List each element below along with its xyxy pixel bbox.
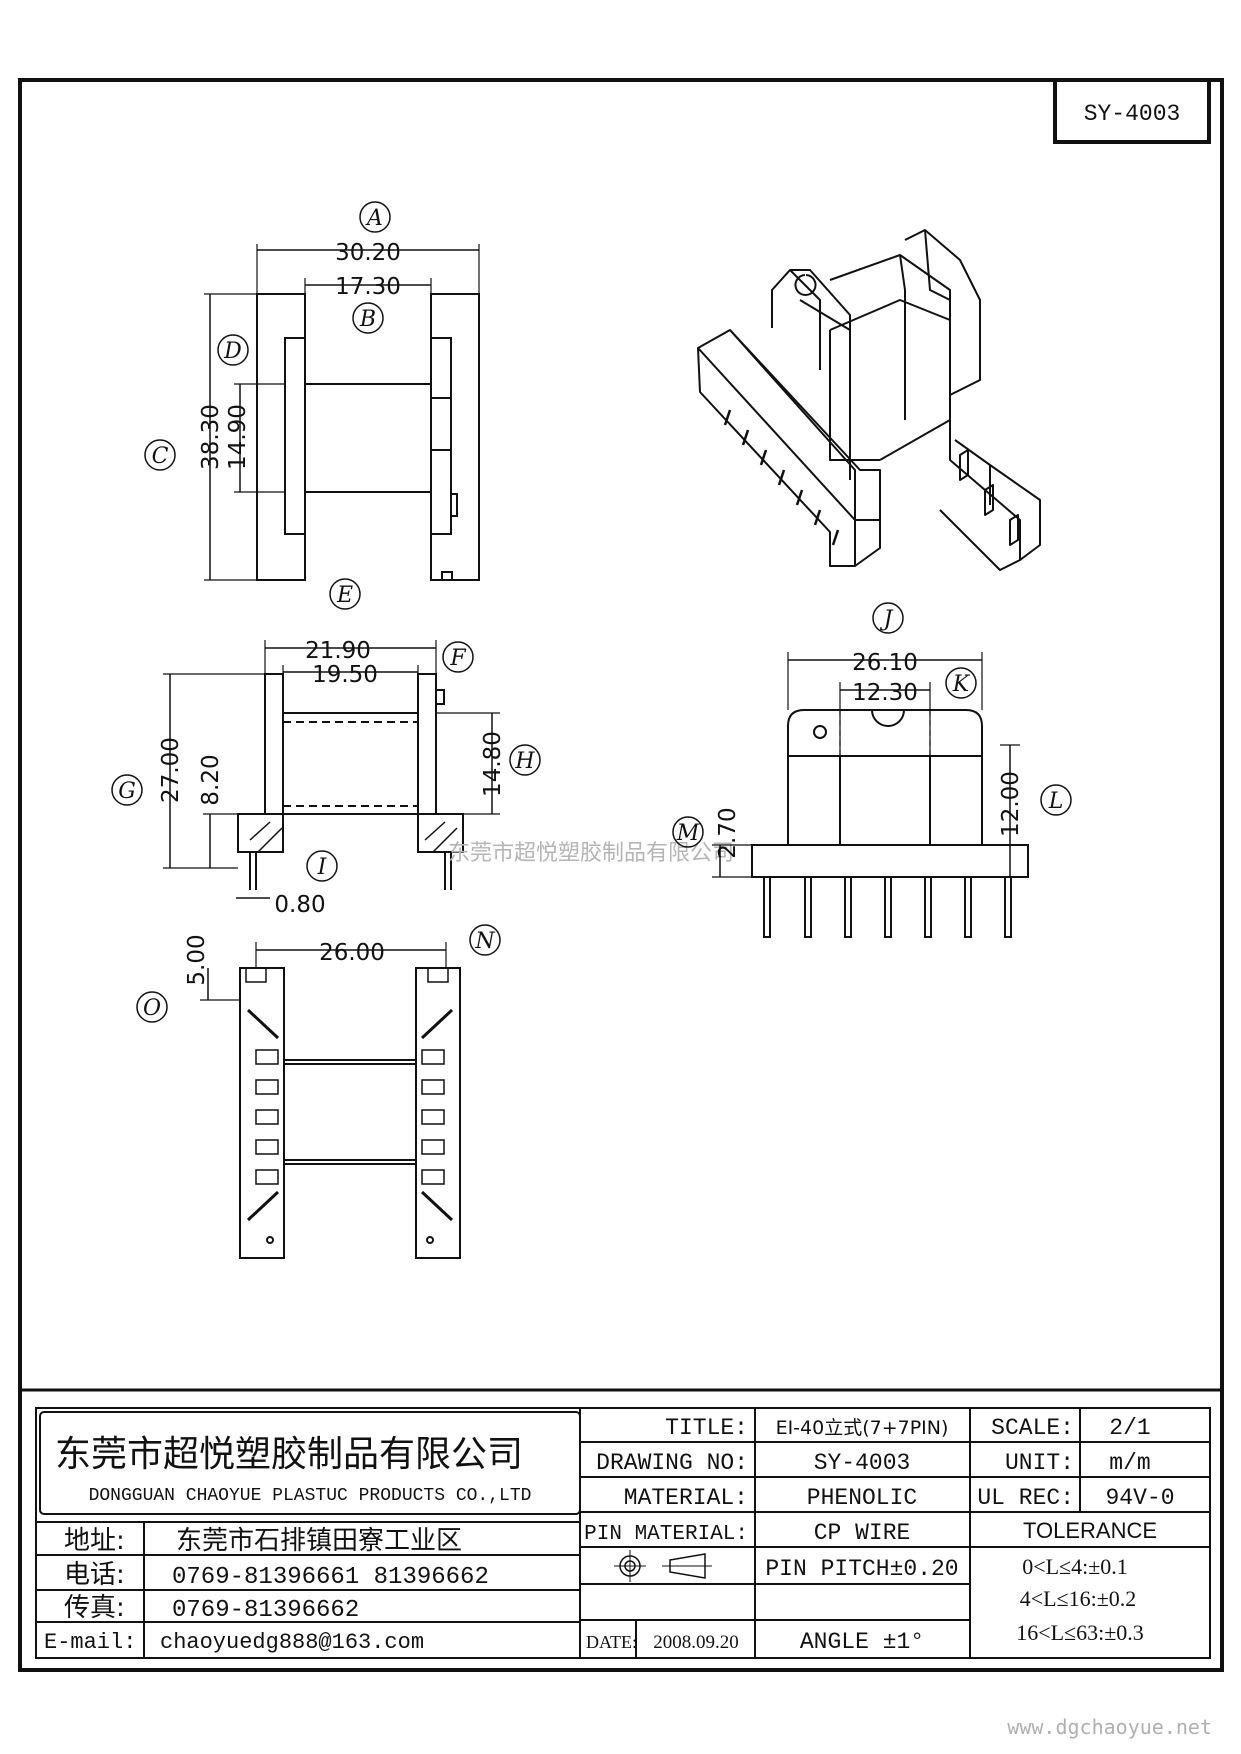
dim-g: 27.00	[158, 737, 184, 803]
pin-material-value: CP WIRE	[814, 1520, 911, 1546]
projection-symbol-icon	[614, 1550, 712, 1582]
email-label: E-mail:	[44, 1630, 136, 1655]
dim-i: 0.80	[274, 892, 325, 918]
phone-label: 电话:	[64, 1560, 125, 1590]
material-value: PHENOLIC	[807, 1485, 917, 1511]
company-name-en: DONGGUAN CHAOYUE PLASTUC PRODUCTS CO.,LT…	[89, 1486, 532, 1506]
label-e: E	[336, 583, 353, 608]
label-m: M	[676, 821, 700, 846]
dim-h: 14.80	[480, 731, 506, 797]
angle: ANGLE ±1°	[800, 1629, 924, 1655]
title-value: EI-40立式(7+7PIN)	[776, 1417, 949, 1439]
label-j: J	[880, 607, 894, 632]
date-label: DATE:	[586, 1632, 637, 1652]
top-view: 30.20 17.30 38.30 14.90 A B C D	[144, 201, 480, 581]
dim-a: 30.20	[335, 240, 401, 266]
label-d: D	[223, 339, 242, 364]
pin-6	[964, 876, 972, 938]
pin-7	[1004, 876, 1012, 938]
label-b: B	[359, 307, 376, 332]
pin-1	[763, 876, 771, 938]
tolerance-3: 16<L≤63:±0.3	[1016, 1620, 1144, 1645]
scale-value: 2/1	[1109, 1415, 1150, 1441]
watermark: 东莞市超悦塑胶制品有限公司	[448, 841, 734, 866]
label-f: F	[449, 646, 466, 671]
drawing-no-value: SY-4003	[814, 1450, 911, 1476]
dim-c: 38.30	[198, 404, 224, 470]
dim-g2: 8.20	[198, 754, 224, 805]
scale-label: SCALE:	[991, 1415, 1074, 1441]
dim-j: 26.10	[852, 650, 918, 676]
label-g: G	[118, 779, 136, 804]
sheet-border	[18, 78, 1224, 1672]
label-a: A	[365, 206, 383, 231]
drawing-code: SY-4003	[1084, 101, 1181, 127]
date-value: 2008.09.20	[653, 1632, 739, 1653]
dim-n: 26.00	[319, 940, 385, 966]
unit-label: UNIT:	[1005, 1450, 1074, 1476]
tolerance-1: 0<L≤4:±0.1	[1022, 1554, 1128, 1579]
phone-value: 0769-81396661 81396662	[172, 1564, 489, 1591]
label-l: L	[1048, 789, 1064, 814]
dim-k: 12.30	[852, 680, 918, 706]
pin-5	[924, 876, 932, 938]
drawing-code-box: SY-4003	[1053, 78, 1211, 144]
front-view: 21.90 19.50 27.00 8.20 14.80 0.80 E F G …	[111, 578, 541, 918]
drawing-no-label: DRAWING NO:	[596, 1450, 748, 1476]
pin-3	[844, 876, 852, 938]
unit-value: m/m	[1109, 1450, 1150, 1476]
tolerance-2: 4<L≤16:±0.2	[1020, 1586, 1137, 1611]
address-label: 地址:	[64, 1526, 125, 1556]
dim-d: 14.90	[225, 404, 251, 470]
dim-b: 17.30	[335, 274, 401, 300]
label-n: N	[474, 929, 495, 954]
dim-o: 5.00	[184, 934, 210, 985]
isometric-view	[697, 229, 1041, 571]
side-view: 26.10 12.30 12.00 2.70 J K L M	[672, 602, 1072, 938]
title-label: TITLE:	[665, 1415, 748, 1441]
label-k: K	[952, 672, 971, 697]
dim-l: 12.00	[998, 771, 1024, 837]
ul-value: 94V-0	[1105, 1485, 1174, 1511]
address-value: 东莞市石排镇田寮工业区	[176, 1526, 462, 1556]
material-label: MATERIAL:	[624, 1485, 748, 1511]
dim-e: 21.90	[305, 638, 371, 664]
website: www.dgchaoyue.net	[1007, 1715, 1212, 1739]
fax-value: 0769-81396662	[172, 1597, 359, 1624]
email-value: chaoyuedg888@163.com	[160, 1630, 424, 1655]
ul-label: UL REC:	[977, 1485, 1074, 1511]
pin-2	[804, 876, 812, 938]
pin-material-label: PIN MATERIAL:	[584, 1523, 748, 1546]
label-h: H	[514, 749, 535, 774]
company-name-cn: 东莞市超悦塑胶制品有限公司	[55, 1434, 523, 1475]
tolerance-label: TOLERANCE	[1023, 1518, 1157, 1543]
pin-pitch: PIN PITCH±0.20	[765, 1556, 958, 1582]
dim-m: 2.70	[715, 807, 741, 858]
title-block: 东莞市超悦塑胶制品有限公司 DONGGUAN CHAOYUE PLASTUC P…	[20, 1388, 1222, 1659]
label-o: O	[143, 996, 161, 1021]
label-c: C	[152, 444, 169, 469]
pin-4	[884, 876, 892, 938]
label-i: I	[317, 855, 328, 880]
fax-label: 传真:	[64, 1593, 125, 1623]
dim-f: 19.50	[312, 662, 378, 688]
bottom-view: 26.00 5.00 N O	[136, 924, 501, 1259]
